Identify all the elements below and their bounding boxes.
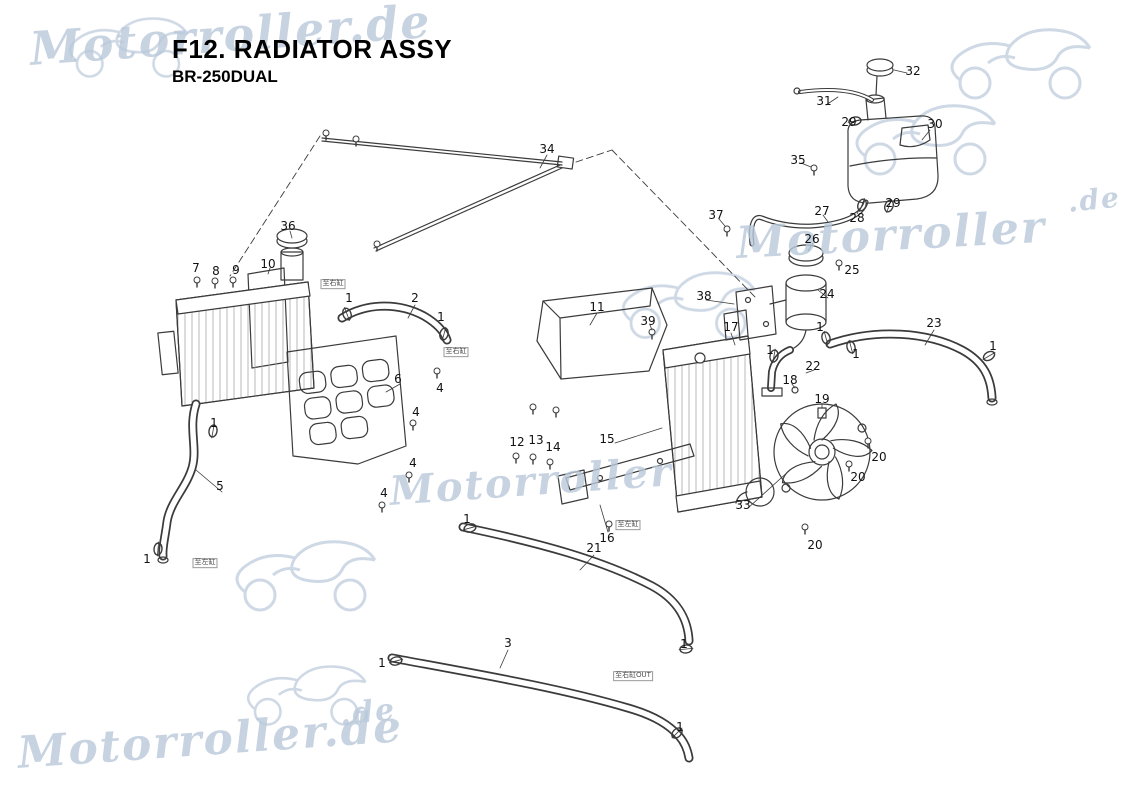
drawing-header: F12. RADIATOR ASSY BR-250DUAL (172, 34, 452, 87)
part-callout: 4 (412, 405, 420, 419)
part-callout: 16 (599, 531, 615, 545)
part-callout: 1 (766, 343, 774, 357)
part-callout: 23 (926, 316, 942, 330)
part-callout: 39 (640, 314, 656, 328)
part-callout: 28 (849, 211, 865, 225)
guide-lines (229, 135, 757, 299)
part-callout: 1 (378, 656, 386, 670)
part-callout: 27 (814, 204, 830, 218)
part-callout: 10 (260, 257, 276, 271)
part-callout: 33 (735, 498, 751, 512)
part-callout: 1 (210, 416, 218, 430)
part-callout: 19 (814, 392, 830, 406)
part-callout: 31 (816, 94, 832, 108)
part-callout: 1 (345, 291, 353, 305)
part-callout: 32 (905, 64, 921, 78)
part-callout: 1 (816, 320, 824, 334)
part-callout: 35 (790, 153, 806, 167)
part-callout: 30 (927, 117, 943, 131)
bottom-long-hose (387, 653, 694, 763)
part-callout: 1 (989, 339, 997, 353)
part-callout: 7 (192, 261, 200, 275)
part-callout: 1 (143, 552, 151, 566)
outlet-hose (825, 329, 998, 406)
part-callout: 18 (782, 373, 798, 387)
hose-routing-tag: 至右缸 (443, 347, 469, 357)
part-callout: 13 (528, 433, 544, 447)
reservoir-cap (866, 58, 894, 96)
part-callout: 17 (723, 320, 739, 334)
right-radiator-cap (788, 244, 824, 267)
part-callout: 37 (708, 208, 724, 222)
water-pump (735, 477, 775, 507)
left-radiator (157, 247, 315, 407)
breather-hose (793, 87, 874, 102)
tank-hose (748, 199, 869, 247)
part-callout: 20 (871, 450, 887, 464)
part-callout: 11 (589, 300, 605, 314)
part-callout: 26 (804, 232, 820, 246)
part-callout: 1 (852, 347, 860, 361)
part-callout: 29 (841, 115, 857, 129)
page-title: F12. RADIATOR ASSY (172, 34, 453, 64)
part-callout: 2 (411, 291, 419, 305)
part-callout: 22 (805, 359, 821, 373)
part-callout: 15 (599, 432, 615, 446)
part-callout: 5 (216, 479, 224, 493)
part-callout: 34 (539, 142, 555, 156)
part-callout: 24 (819, 287, 835, 301)
filler-neck (769, 274, 827, 349)
part-callout: 1 (680, 637, 688, 651)
part-callout: 8 (212, 264, 220, 278)
part-callout: 12 (509, 435, 525, 449)
left-lower-hose (157, 399, 201, 564)
upper-hose (337, 301, 452, 345)
part-callout: 3 (504, 636, 512, 650)
part-callout: 21 (586, 541, 602, 555)
hose-routing-tag: 至左缸 (615, 520, 641, 530)
air-duct (536, 287, 668, 380)
part-callout: 1 (437, 310, 445, 324)
part-callout: 20 (807, 538, 823, 552)
lower-bracket (557, 443, 695, 532)
middle-long-hose (458, 522, 694, 646)
part-callout: 1 (463, 512, 471, 526)
stay-rod (321, 129, 575, 252)
part-callout: 4 (409, 456, 417, 470)
part-callout: 1 (676, 720, 684, 734)
part-callout: 14 (545, 440, 561, 454)
neck-bracket (735, 285, 777, 341)
part-callout: 36 (280, 219, 296, 233)
part-callout: 29 (885, 196, 901, 210)
engine-shroud (286, 335, 407, 465)
hose-routing-tag: 至右缸OUT (613, 671, 653, 681)
leader-lines (195, 69, 935, 669)
part-callout: 4 (380, 486, 388, 500)
hose-routing-tag: 至左缸 (192, 558, 218, 568)
part-callout: 9 (232, 263, 240, 277)
main-radiator (662, 309, 763, 513)
part-callout: 4 (436, 381, 444, 395)
part-callout: 20 (850, 470, 866, 484)
part-callout: 38 (696, 289, 712, 303)
part-callout: 25 (844, 263, 860, 277)
model-code: BR-250DUAL (172, 67, 278, 86)
hose-routing-tag: 至右缸 (320, 279, 346, 289)
part-callout: 6 (394, 372, 402, 386)
left-radiator-cap (276, 228, 308, 249)
